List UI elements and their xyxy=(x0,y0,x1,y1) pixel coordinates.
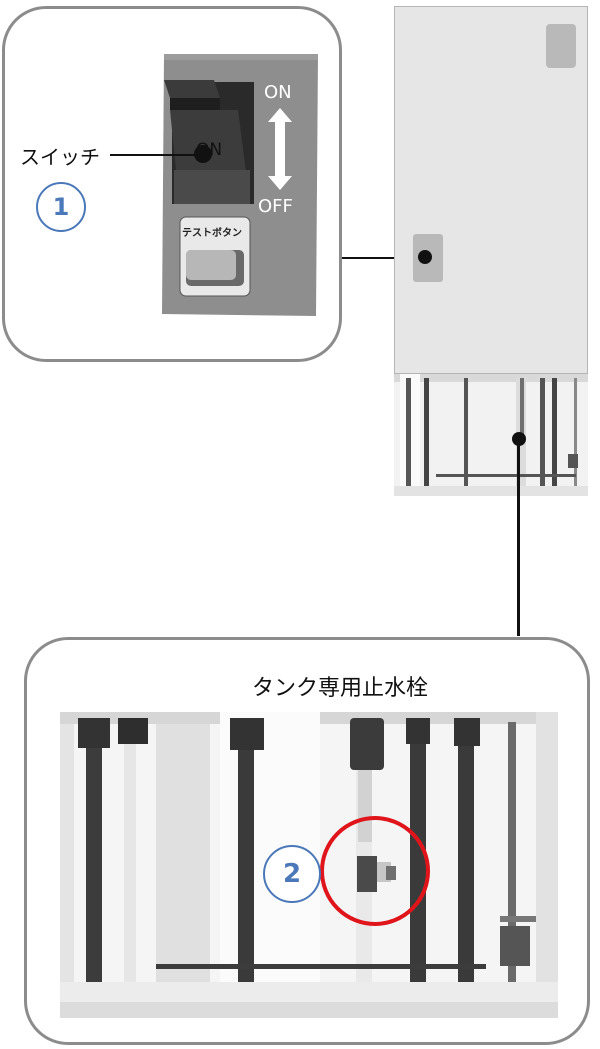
off-label: OFF xyxy=(258,196,293,217)
cabinet-switch-dot xyxy=(418,250,432,264)
on-label: ON xyxy=(264,82,292,103)
switch-pointer-line xyxy=(110,154,200,156)
step-2-badge: 2 xyxy=(263,845,321,903)
switch-pointer-dot xyxy=(194,145,212,163)
valve-highlight-circle xyxy=(320,816,430,926)
valve-connector-line xyxy=(517,444,520,636)
switch-label: スイッチ xyxy=(20,145,100,169)
cabinet-valve-dot xyxy=(512,432,526,446)
cabinet-pipes-illustration xyxy=(394,374,588,496)
switch-plate-illustration xyxy=(162,54,318,316)
valve-title: タンク専用止水栓 xyxy=(252,676,429,701)
step-1-badge: 1 xyxy=(36,182,86,232)
cabinet-top-indicator xyxy=(546,24,576,68)
switch-connector-line xyxy=(342,257,422,259)
test-button-label: テストボタン xyxy=(182,228,242,239)
